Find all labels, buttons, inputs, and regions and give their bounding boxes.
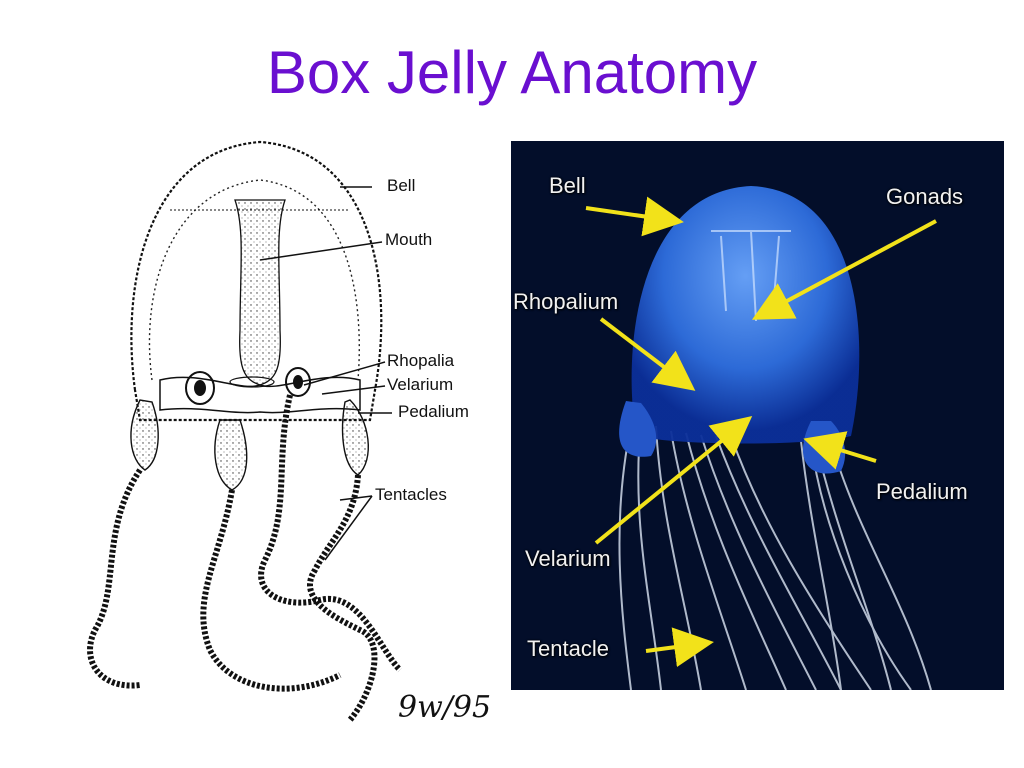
jellyfish-photo: Bell Gonads Rhopalium Pedalium Velarium … xyxy=(511,141,1004,690)
photo-label-tentacle: Tentacle xyxy=(527,636,609,661)
drawing-label-velarium: Velarium xyxy=(387,375,454,394)
manubrium xyxy=(234,199,286,386)
velarium-shape xyxy=(159,376,361,414)
drawing-label-pedalium: Pedalium xyxy=(398,402,469,421)
artist-signature: 9w/95 xyxy=(398,690,492,725)
pedalium-left xyxy=(130,399,159,471)
photo-label-bell: Bell xyxy=(549,173,586,198)
bell-outline xyxy=(130,140,383,422)
jellyfish-photo-svg xyxy=(511,141,1004,690)
photo-label-velarium: Velarium xyxy=(525,546,611,571)
slide-title: Box Jelly Anatomy xyxy=(266,39,758,106)
tentacle-4 xyxy=(307,474,378,722)
tentacle-1 xyxy=(87,468,143,689)
photo-pedalium-left xyxy=(619,401,657,457)
photo-label-rhopalium: Rhopalium xyxy=(513,289,619,314)
drawing-label-bell: Bell xyxy=(387,176,416,195)
drawing-label-tentacles: Tentacles xyxy=(375,485,447,504)
drawing-label-mouth: Mouth xyxy=(385,230,433,249)
jellyfish-line-drawing: Bell Mouth Rhopalia Velarium Pedalium Te… xyxy=(40,130,510,750)
pedalium-center xyxy=(214,419,248,491)
tentacle-2 xyxy=(200,489,342,692)
pedalium-right xyxy=(341,399,369,476)
jellyfish-drawing-svg xyxy=(87,140,403,722)
photo-tentacles xyxy=(618,420,932,690)
drawing-label-rhopalia: Rhopalia xyxy=(387,351,455,370)
photo-arrows xyxy=(585,196,937,668)
photo-label-pedalium: Pedalium xyxy=(876,479,968,504)
photo-label-gonads: Gonads xyxy=(886,184,964,209)
tentacle-3 xyxy=(258,394,403,673)
